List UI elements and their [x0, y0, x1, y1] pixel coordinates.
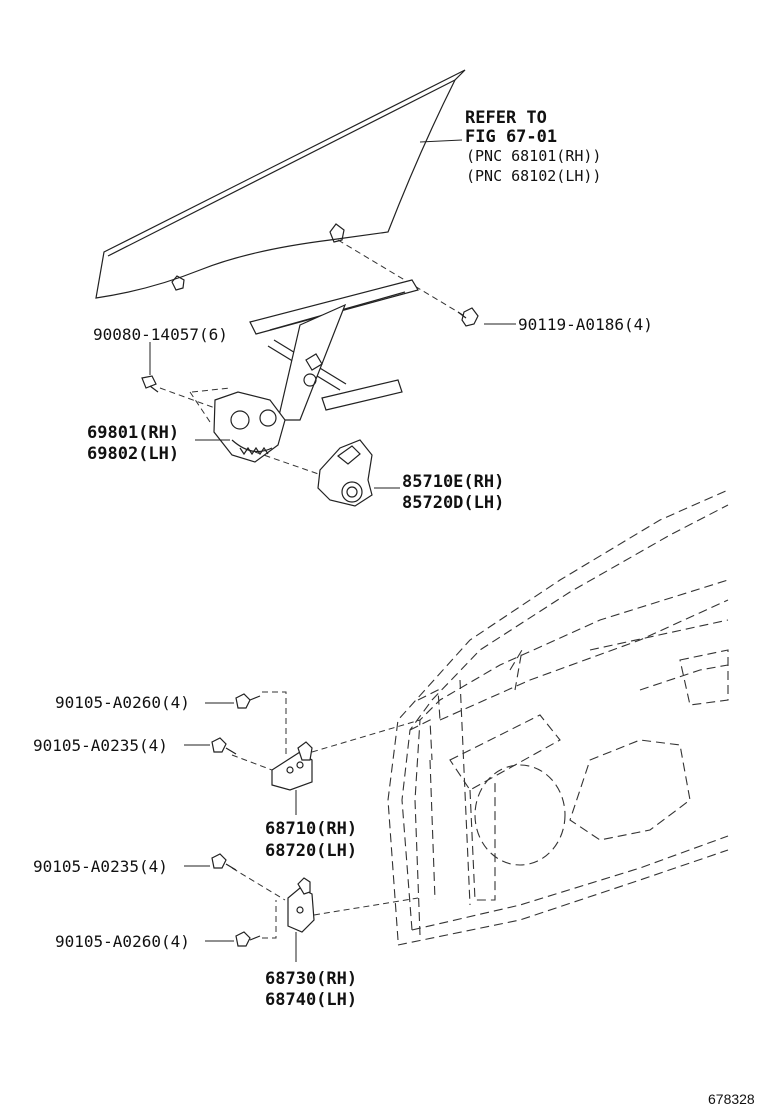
label-upper-hinge-lh: 68720(LH) [265, 841, 357, 861]
label-90119: 90119-A0186(4) [518, 315, 653, 334]
reference-line-1: REFER TO [465, 108, 547, 128]
label-lower-hinge-rh: 68730(RH) [265, 969, 357, 989]
vehicle-body [387, 489, 729, 946]
label-90080: 90080-14057(6) [93, 325, 228, 344]
bolt-90119-icon [457, 307, 479, 327]
label-motor-rh: 85710E(RH) [402, 472, 504, 492]
window-regulator [213, 279, 419, 463]
reference-line-2: FIG 67-01 [465, 127, 557, 147]
figure-number: 678328 [708, 1091, 755, 1107]
label-motor-lh: 85720D(LH) [402, 493, 504, 513]
bolt-upper-b-icon [211, 737, 237, 755]
bolt-lower-b-icon [235, 931, 261, 947]
reference-line-3: (PNC 68101(RH)) [466, 147, 601, 165]
reference-line-4: (PNC 68102(LH)) [466, 167, 601, 185]
label-regulator-lh: 69802(LH) [87, 444, 179, 464]
label-lower-bolt-b: 90105-A0260(4) [55, 932, 190, 951]
door-glass [95, 69, 466, 299]
upper-hinge [271, 741, 313, 791]
window-motor [317, 439, 373, 507]
bolt-90080-icon [141, 375, 159, 393]
label-lower-hinge-lh: 68740(LH) [265, 990, 357, 1010]
label-upper-bolt-a: 90105-A0260(4) [55, 693, 190, 712]
label-regulator-rh: 69801(RH) [87, 423, 179, 443]
label-lower-bolt-a: 90105-A0235(4) [33, 857, 168, 876]
bolt-lower-a-icon [211, 853, 237, 871]
lower-hinge [287, 877, 315, 933]
label-upper-bolt-b: 90105-A0235(4) [33, 736, 168, 755]
label-upper-hinge-rh: 68710(RH) [265, 819, 357, 839]
reference-note: REFER TO FIG 67-01 (PNC 68101(RH)) (PNC … [465, 108, 601, 185]
bolt-upper-a-icon [235, 693, 261, 709]
